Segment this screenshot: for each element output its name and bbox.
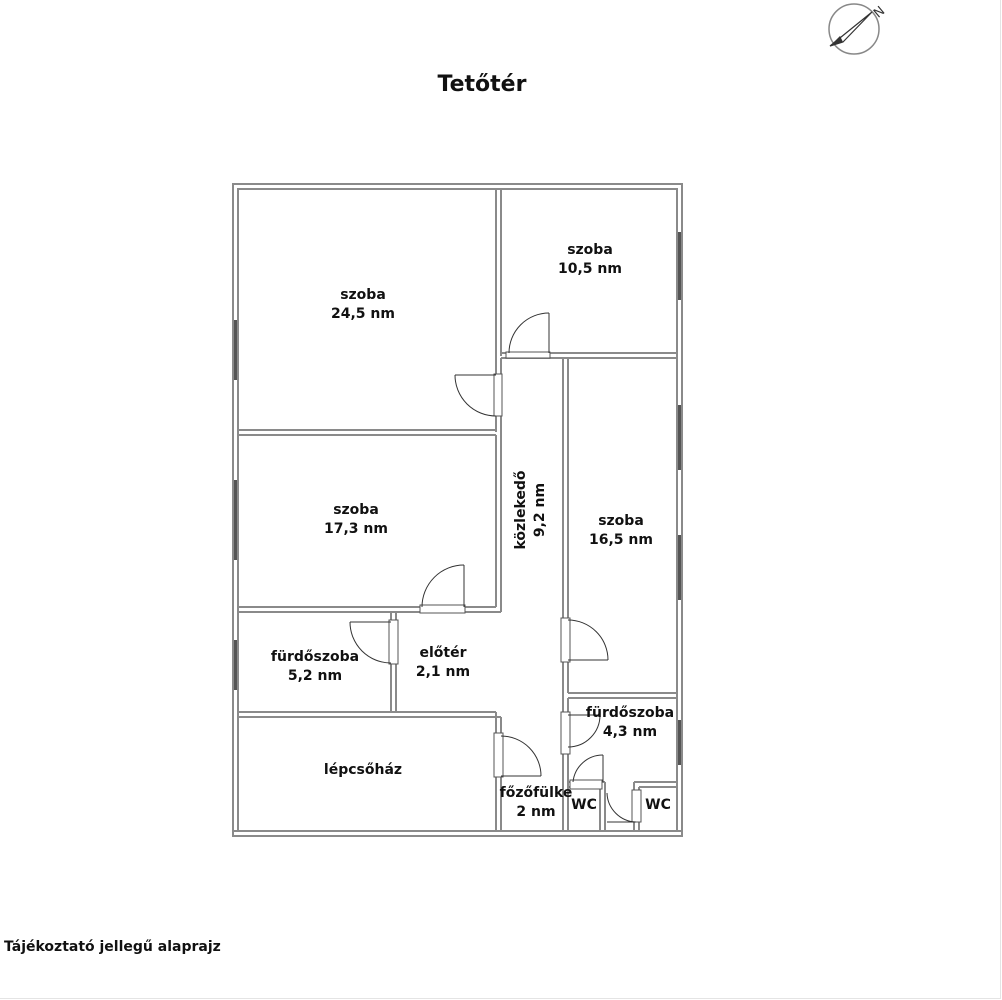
room-area: 2,1 nm — [415, 664, 471, 680]
room-wc-1: WC — [565, 796, 603, 815]
room-kozlekedo: közlekedő 9,2 nm — [512, 450, 552, 570]
room-name: WC — [571, 797, 597, 813]
room-name: főzőfülke — [499, 785, 573, 801]
room-name: WC — [645, 797, 671, 813]
room-area: 9,2 nm — [532, 482, 548, 538]
room-szoba-17: szoba 17,3 nm — [296, 501, 416, 539]
compass-north-icon: N — [828, 3, 886, 55]
room-name: közlekedő — [513, 470, 529, 550]
room-name: szoba — [567, 242, 613, 258]
room-szoba-24: szoba 24,5 nm — [303, 286, 423, 324]
room-szoba-10: szoba 10,5 nm — [530, 241, 650, 279]
room-szoba-16: szoba 16,5 nm — [561, 512, 681, 550]
room-name: előtér — [419, 645, 467, 661]
page-title: Tetőtér — [437, 72, 527, 97]
room-eloter: előtér 2,1 nm — [403, 644, 483, 682]
room-furdoszoba-5: fürdőszoba 5,2 nm — [255, 648, 375, 686]
room-fozofulke: főzőfülke 2 nm — [494, 784, 578, 822]
room-name: fürdőszoba — [585, 705, 675, 721]
room-lepcsohaz: lépcsőház — [303, 761, 423, 780]
room-name: szoba — [598, 513, 644, 529]
footer-note: Tájékoztató jellegű alaprajz — [4, 939, 221, 955]
windows — [234, 232, 681, 765]
room-name: lépcsőház — [323, 762, 403, 778]
room-area: 10,5 nm — [558, 261, 622, 277]
room-name: szoba — [333, 502, 379, 518]
room-area: 16,5 nm — [589, 532, 653, 548]
room-area: 5,2 nm — [287, 668, 343, 684]
walls — [232, 183, 683, 837]
room-area: 24,5 nm — [331, 306, 395, 322]
doors — [349, 312, 642, 823]
room-furdoszoba-4: fürdőszoba 4,3 nm — [572, 704, 688, 742]
room-wc-2: WC — [638, 796, 678, 815]
room-area: 2 nm — [516, 804, 556, 820]
room-area: 17,3 nm — [324, 521, 388, 537]
room-area: 4,3 nm — [602, 724, 658, 740]
room-name: szoba — [340, 287, 386, 303]
room-name: fürdőszoba — [270, 649, 360, 665]
